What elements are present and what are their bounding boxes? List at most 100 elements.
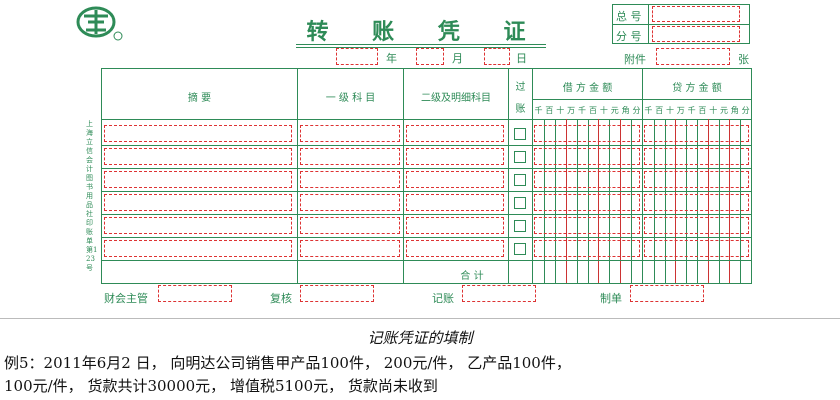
debit-digit-line-8 bbox=[620, 119, 622, 283]
summary-field-5[interactable] bbox=[104, 240, 292, 257]
credit-amount-field-5[interactable] bbox=[644, 240, 749, 257]
credit-digit-0: 千 bbox=[644, 106, 653, 115]
summary-field-1[interactable] bbox=[104, 148, 292, 165]
debit-digit-line-3 bbox=[565, 119, 567, 283]
credit-digit-3: 万 bbox=[676, 106, 685, 115]
posted-checkbox-4[interactable] bbox=[514, 220, 526, 232]
year-field[interactable] bbox=[336, 48, 378, 65]
total-label: 合 计 bbox=[460, 271, 484, 282]
accountant-label: 财会主管 bbox=[104, 292, 148, 305]
debit-total-cell[interactable] bbox=[534, 263, 640, 281]
debit-amount-field-4[interactable] bbox=[534, 217, 640, 234]
row-line-4 bbox=[102, 237, 751, 238]
credit-amount-field-1[interactable] bbox=[644, 148, 749, 165]
summary-field-0[interactable] bbox=[104, 125, 292, 142]
level2-account-field-0[interactable] bbox=[406, 125, 504, 142]
credit-digit-line-4 bbox=[686, 119, 688, 283]
row-line-1 bbox=[102, 168, 751, 169]
level1-account-field-1[interactable] bbox=[300, 148, 400, 165]
credit-amount-field-4[interactable] bbox=[644, 217, 749, 234]
debit-digit-4: 千 bbox=[578, 106, 587, 115]
debit-digit-line-2 bbox=[554, 119, 556, 283]
transfer-voucher-form: 转 账 凭 证 年 月 日 总 号 分 号 附件 张 上海立信会计图书用品社印 … bbox=[76, 4, 752, 305]
debit-amount-field-1[interactable] bbox=[534, 148, 640, 165]
credit-digit-line-3 bbox=[675, 119, 677, 283]
debit-amount-field-0[interactable] bbox=[534, 125, 640, 142]
debit-amount-field-3[interactable] bbox=[534, 194, 640, 211]
reviewer-field[interactable] bbox=[300, 285, 374, 302]
debit-digit-8: 角 bbox=[621, 106, 630, 115]
col-divider-posted bbox=[532, 69, 533, 283]
amount-header-divider bbox=[532, 99, 751, 100]
credit-digit-9: 分 bbox=[741, 106, 750, 115]
debit-digit-1: 百 bbox=[545, 106, 554, 115]
level2-account-field-4[interactable] bbox=[406, 217, 504, 234]
level2-account-field-2[interactable] bbox=[406, 171, 504, 188]
summary-header: 摘 要 bbox=[187, 93, 212, 104]
debit-digit-7: 元 bbox=[610, 106, 619, 115]
side-printer-text: 上海立信会计图书用品社印 账单第123号 bbox=[86, 120, 98, 272]
debit-amount-field-5[interactable] bbox=[534, 240, 640, 257]
credit-amount-field-0[interactable] bbox=[644, 125, 749, 142]
debit-amount-field-2[interactable] bbox=[534, 171, 640, 188]
sub-number-field[interactable] bbox=[652, 26, 740, 42]
posted-checkbox-1[interactable] bbox=[514, 151, 526, 163]
row-line-3 bbox=[102, 214, 751, 215]
total-number-field[interactable] bbox=[652, 6, 740, 22]
debit-digit-line-4 bbox=[576, 119, 578, 283]
credit-digit-line-1 bbox=[653, 119, 655, 283]
debit-digit-0: 千 bbox=[534, 106, 543, 115]
posted-checkbox-0[interactable] bbox=[514, 128, 526, 140]
debit-digit-5: 百 bbox=[588, 106, 597, 115]
day-field[interactable] bbox=[484, 48, 510, 65]
level1-account-field-5[interactable] bbox=[300, 240, 400, 257]
level2-account-field-3[interactable] bbox=[406, 194, 504, 211]
number-box-divider bbox=[612, 24, 750, 25]
debit-digit-2: 十 bbox=[556, 106, 565, 115]
level1-account-field-3[interactable] bbox=[300, 194, 400, 211]
credit-amount-field-3[interactable] bbox=[644, 194, 749, 211]
accountant-field[interactable] bbox=[158, 285, 232, 302]
credit-amount-field-2[interactable] bbox=[644, 171, 749, 188]
attachment-label: 附件 bbox=[624, 53, 646, 66]
credit-digit-6: 十 bbox=[709, 106, 718, 115]
title-underline-2 bbox=[296, 47, 546, 48]
credit-digit-line-6 bbox=[707, 119, 709, 283]
month-field[interactable] bbox=[416, 48, 444, 65]
posted-checkbox-5[interactable] bbox=[514, 243, 526, 255]
posted-header: 过 账 bbox=[515, 82, 526, 115]
maker-field[interactable] bbox=[630, 285, 704, 302]
credit-digit-line-5 bbox=[697, 119, 698, 283]
credit-digit-line-9 bbox=[740, 119, 742, 283]
bookkeeper-field[interactable] bbox=[462, 285, 536, 302]
header-divider bbox=[102, 119, 751, 120]
posted-checkbox-3[interactable] bbox=[514, 197, 526, 209]
credit-digit-line-2 bbox=[664, 119, 666, 283]
credit-total-cell[interactable] bbox=[644, 263, 749, 281]
attachment-count-field[interactable] bbox=[656, 48, 730, 65]
summary-field-4[interactable] bbox=[104, 217, 292, 234]
posted-checkbox-2[interactable] bbox=[514, 174, 526, 186]
bookkeeper-label: 记账 bbox=[432, 292, 454, 305]
summary-field-3[interactable] bbox=[104, 194, 292, 211]
total-number-label: 总 号 bbox=[616, 10, 642, 23]
level2-account-header: 二级及明细科目 bbox=[421, 93, 491, 104]
example-line-1: 例5：2011年6月2 日， 向明达公司销售甲产品100件， 200元/件， 乙… bbox=[4, 354, 571, 372]
caption-divider bbox=[0, 318, 840, 319]
attachment-unit-label: 张 bbox=[738, 53, 749, 66]
debit-digit-line-7 bbox=[609, 119, 611, 283]
level2-account-field-5[interactable] bbox=[406, 240, 504, 257]
credit-digit-line-8 bbox=[729, 119, 731, 283]
level1-account-header: 一 级 科 目 bbox=[325, 93, 376, 104]
reviewer-label: 复核 bbox=[270, 292, 292, 305]
credit-digit-8: 角 bbox=[730, 106, 739, 115]
col-divider-summary bbox=[297, 69, 298, 283]
level2-account-field-1[interactable] bbox=[406, 148, 504, 165]
debit-digit-3: 万 bbox=[567, 106, 576, 115]
month-label: 月 bbox=[452, 52, 463, 65]
level1-account-field-2[interactable] bbox=[300, 171, 400, 188]
level1-account-field-0[interactable] bbox=[300, 125, 400, 142]
summary-field-2[interactable] bbox=[104, 171, 292, 188]
debit-digit-line-5 bbox=[587, 119, 589, 283]
level1-account-field-4[interactable] bbox=[300, 217, 400, 234]
